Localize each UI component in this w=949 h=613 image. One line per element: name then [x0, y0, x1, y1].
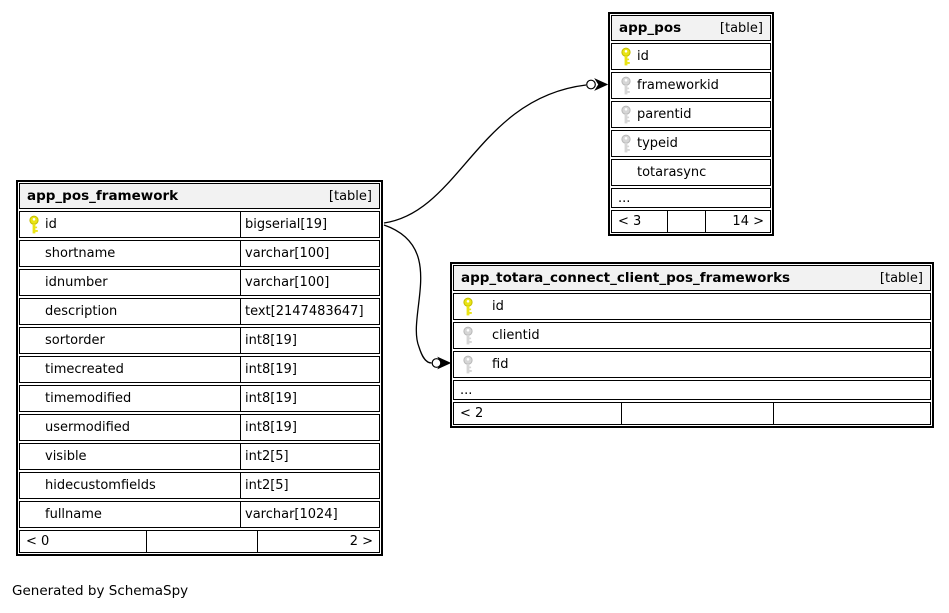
related-count-right: 2 > [256, 531, 379, 552]
column-row: totarasync [611, 159, 771, 186]
related-count-left: < 0 [26, 534, 50, 549]
table-app-totara-connect-client-pos-frameworks: app_totara_connect_client_pos_frameworks… [450, 262, 934, 428]
column-name: visible [45, 449, 87, 464]
arrowhead-icon [594, 78, 609, 91]
column-name: shortname [45, 246, 116, 261]
related-count-left: < 3 [618, 214, 642, 229]
footer-right-cell [772, 403, 930, 424]
related-count-right: 14 > [705, 211, 770, 232]
column-name: fid [492, 357, 509, 372]
footer-middle-cell [667, 211, 705, 232]
more-columns-ellipsis: ... [611, 188, 771, 208]
column-row: typeid [611, 130, 771, 157]
foreign-key-icon [621, 76, 631, 94]
column-type: int8[19] [245, 362, 297, 377]
column-name: id [492, 299, 504, 314]
primary-key-icon [29, 215, 39, 233]
column-row: sortorder int8[19] [19, 327, 380, 354]
column-type: varchar[100] [245, 275, 330, 290]
related-count-left: < 2 [460, 406, 484, 421]
column-type: int8[19] [245, 420, 297, 435]
column-name: fullname [45, 507, 102, 522]
relationship-curve [383, 224, 432, 364]
column-row: frameworkid [611, 72, 771, 99]
column-type: bigserial[19] [245, 217, 328, 232]
column-name: timecreated [45, 362, 124, 377]
arrowhead-icon [437, 356, 452, 370]
column-row: shortname varchar[100] [19, 240, 380, 267]
column-row: id [611, 43, 771, 70]
foreign-key-icon [621, 134, 631, 152]
table-header[interactable]: app_totara_connect_client_pos_frameworks… [453, 265, 931, 291]
column-row: visible int2[5] [19, 443, 380, 470]
column-row: timemodified int8[19] [19, 385, 380, 412]
column-name: timemodified [45, 391, 132, 406]
table-app-pos-framework: app_pos_framework [table] id bigserial[1… [16, 180, 383, 556]
paging-footer: < 0 2 > [19, 530, 380, 553]
column-row: id [453, 293, 931, 320]
column-name: totarasync [637, 165, 707, 180]
foreign-key-icon [463, 355, 473, 373]
footer-middle-cell [145, 531, 257, 552]
column-type: int8[19] [245, 391, 297, 406]
table-app-pos: app_pos [table] id frameworkid parentid … [608, 12, 774, 236]
table-name: app_pos_framework [27, 188, 179, 204]
column-row: id bigserial[19] [19, 211, 380, 238]
table-name: app_pos [619, 20, 682, 36]
foreign-key-icon [463, 326, 473, 344]
column-name: hidecustomfields [45, 478, 156, 493]
column-row: description text[2147483647] [19, 298, 380, 325]
column-row: usermodified int8[19] [19, 414, 380, 441]
paging-footer: < 3 14 > [611, 210, 771, 233]
column-name: typeid [637, 136, 678, 151]
table-type-badge: [table] [719, 20, 763, 36]
column-type: varchar[100] [245, 246, 330, 261]
column-name: usermodified [45, 420, 131, 435]
column-name: sortorder [45, 333, 105, 348]
column-name: clientid [492, 328, 540, 343]
column-name: id [45, 217, 57, 232]
primary-key-icon [463, 297, 473, 315]
paging-footer: < 2 [453, 402, 931, 425]
column-row: fullname varchar[1024] [19, 501, 380, 528]
edge-framework-id-to-app-pos-frameworkid [383, 78, 609, 224]
foreign-key-icon [621, 105, 631, 123]
column-type: varchar[1024] [245, 507, 338, 522]
column-type: int2[5] [245, 449, 289, 464]
table-type-badge: [table] [328, 188, 372, 204]
table-type-badge: [table] [879, 270, 923, 286]
column-type: int8[19] [245, 333, 297, 348]
column-row: hidecustomfields int2[5] [19, 472, 380, 499]
table-header[interactable]: app_pos [table] [611, 15, 771, 41]
generated-by-note: Generated by SchemaSpy [12, 583, 189, 599]
column-name: idnumber [45, 275, 108, 290]
primary-key-icon [621, 47, 631, 65]
relationship-curve [383, 84, 587, 224]
column-name: id [637, 49, 649, 64]
table-name: app_totara_connect_client_pos_frameworks [461, 270, 791, 286]
column-row: idnumber varchar[100] [19, 269, 380, 296]
column-row: parentid [611, 101, 771, 128]
table-header[interactable]: app_pos_framework [table] [19, 183, 380, 209]
more-columns-ellipsis: ... [453, 380, 931, 400]
column-type: text[2147483647] [245, 304, 364, 319]
zero-or-one-circle [586, 79, 596, 90]
column-row: fid [453, 351, 931, 378]
column-type: int2[5] [245, 478, 289, 493]
column-name: parentid [637, 107, 692, 122]
edge-framework-id-to-totara-connect-fid [383, 224, 452, 370]
column-row: clientid [453, 322, 931, 349]
column-name: frameworkid [637, 78, 719, 93]
column-row: timecreated int8[19] [19, 356, 380, 383]
footer-middle-cell [620, 403, 773, 424]
column-name: description [45, 304, 118, 319]
zero-or-one-circle [431, 358, 442, 368]
